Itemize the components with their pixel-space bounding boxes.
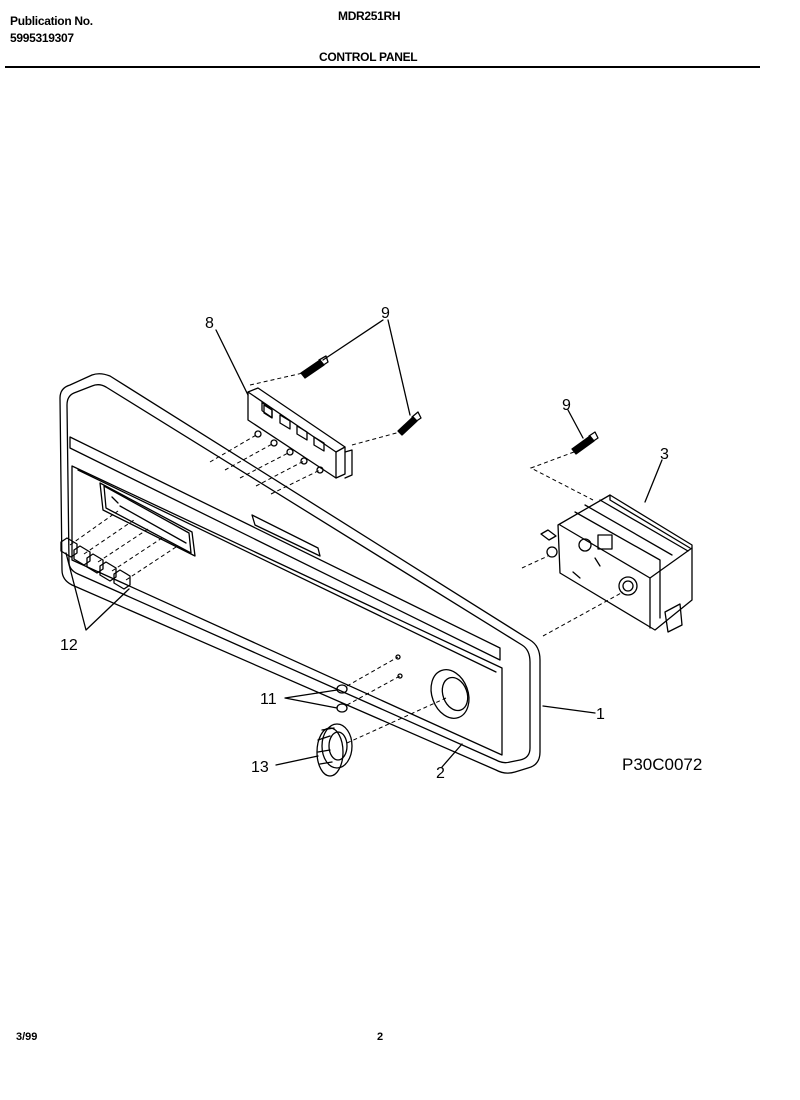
publication-number: 5995319307 bbox=[10, 31, 74, 45]
callout-13: 13 bbox=[251, 759, 269, 776]
callout-9-right: 9 bbox=[562, 397, 571, 414]
knob-part bbox=[316, 723, 353, 777]
callout-9-upper: 9 bbox=[381, 305, 390, 322]
timer-part bbox=[540, 494, 693, 633]
leader-line-11 bbox=[284, 689, 338, 709]
switch-assembly-part bbox=[247, 387, 353, 479]
publication-label: Publication No. bbox=[10, 14, 93, 28]
callout-12: 12 bbox=[60, 637, 78, 654]
drawing-code: P30C0072 bbox=[622, 755, 702, 774]
section-title: CONTROL PANEL bbox=[319, 50, 418, 64]
model-number: MDR251RH bbox=[338, 9, 401, 23]
leader-line-2 bbox=[441, 743, 463, 768]
screw-part bbox=[571, 431, 599, 455]
assembly-dash-lines bbox=[69, 372, 624, 744]
leader-line-3 bbox=[644, 459, 663, 503]
page-number: 2 bbox=[377, 1031, 384, 1043]
callout-11: 11 bbox=[260, 691, 277, 708]
callout-1: 1 bbox=[596, 706, 605, 723]
leader-line-8 bbox=[215, 329, 249, 396]
leader-line-13 bbox=[275, 755, 319, 766]
leader-line-12 bbox=[65, 552, 130, 631]
callout-2: 2 bbox=[436, 765, 445, 782]
control-panel-part bbox=[59, 373, 541, 774]
leader-line-9b bbox=[387, 319, 411, 416]
header-rule bbox=[5, 66, 760, 68]
leader-line-9c bbox=[567, 409, 584, 439]
panel-screw-part bbox=[336, 684, 348, 713]
callout-3: 3 bbox=[660, 446, 669, 463]
callout-8: 8 bbox=[205, 315, 214, 332]
leader-line-9a bbox=[322, 319, 384, 361]
footer-date: 3/99 bbox=[16, 1031, 38, 1043]
leader-line-1 bbox=[542, 705, 596, 714]
screw-part bbox=[397, 411, 422, 436]
screw-part bbox=[300, 355, 329, 379]
push-buttons-part bbox=[60, 537, 131, 590]
